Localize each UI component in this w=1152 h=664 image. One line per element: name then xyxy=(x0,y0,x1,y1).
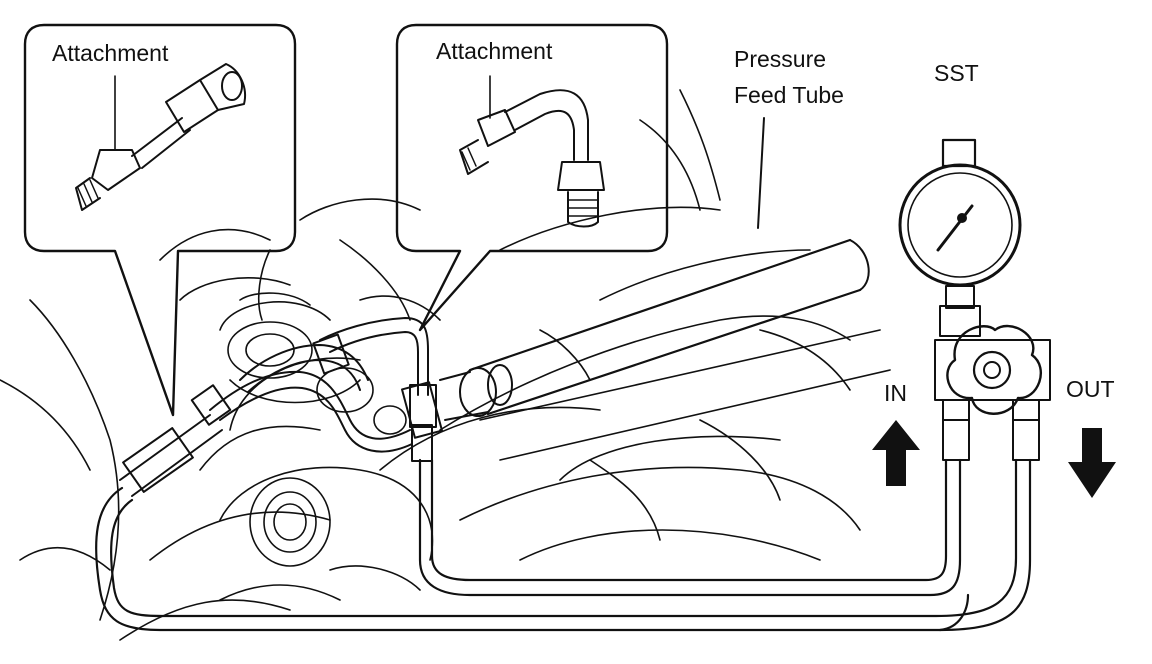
attachment-callout-left xyxy=(23,23,297,417)
out-label: OUT xyxy=(1066,376,1115,402)
engine-background-sketch xyxy=(0,89,891,641)
pressure-feed-tube-label-line2: Feed Tube xyxy=(734,82,844,108)
attachment-callout-right xyxy=(395,23,669,332)
sst-label: SST xyxy=(934,60,979,86)
pressure-feed-tube-label-line1: Pressure xyxy=(734,46,827,72)
attachment-label-left: Attachment xyxy=(52,40,169,66)
attachment-pipes xyxy=(119,317,437,497)
pressure-feed-tube xyxy=(401,117,870,439)
arrow-up-icon xyxy=(872,420,920,486)
attachment-label-right: Attachment xyxy=(436,38,553,64)
test-hoses xyxy=(95,458,1032,632)
sst-gauge-assembly xyxy=(898,138,1051,461)
in-label: IN xyxy=(884,380,907,406)
arrow-down-icon xyxy=(1068,428,1116,498)
